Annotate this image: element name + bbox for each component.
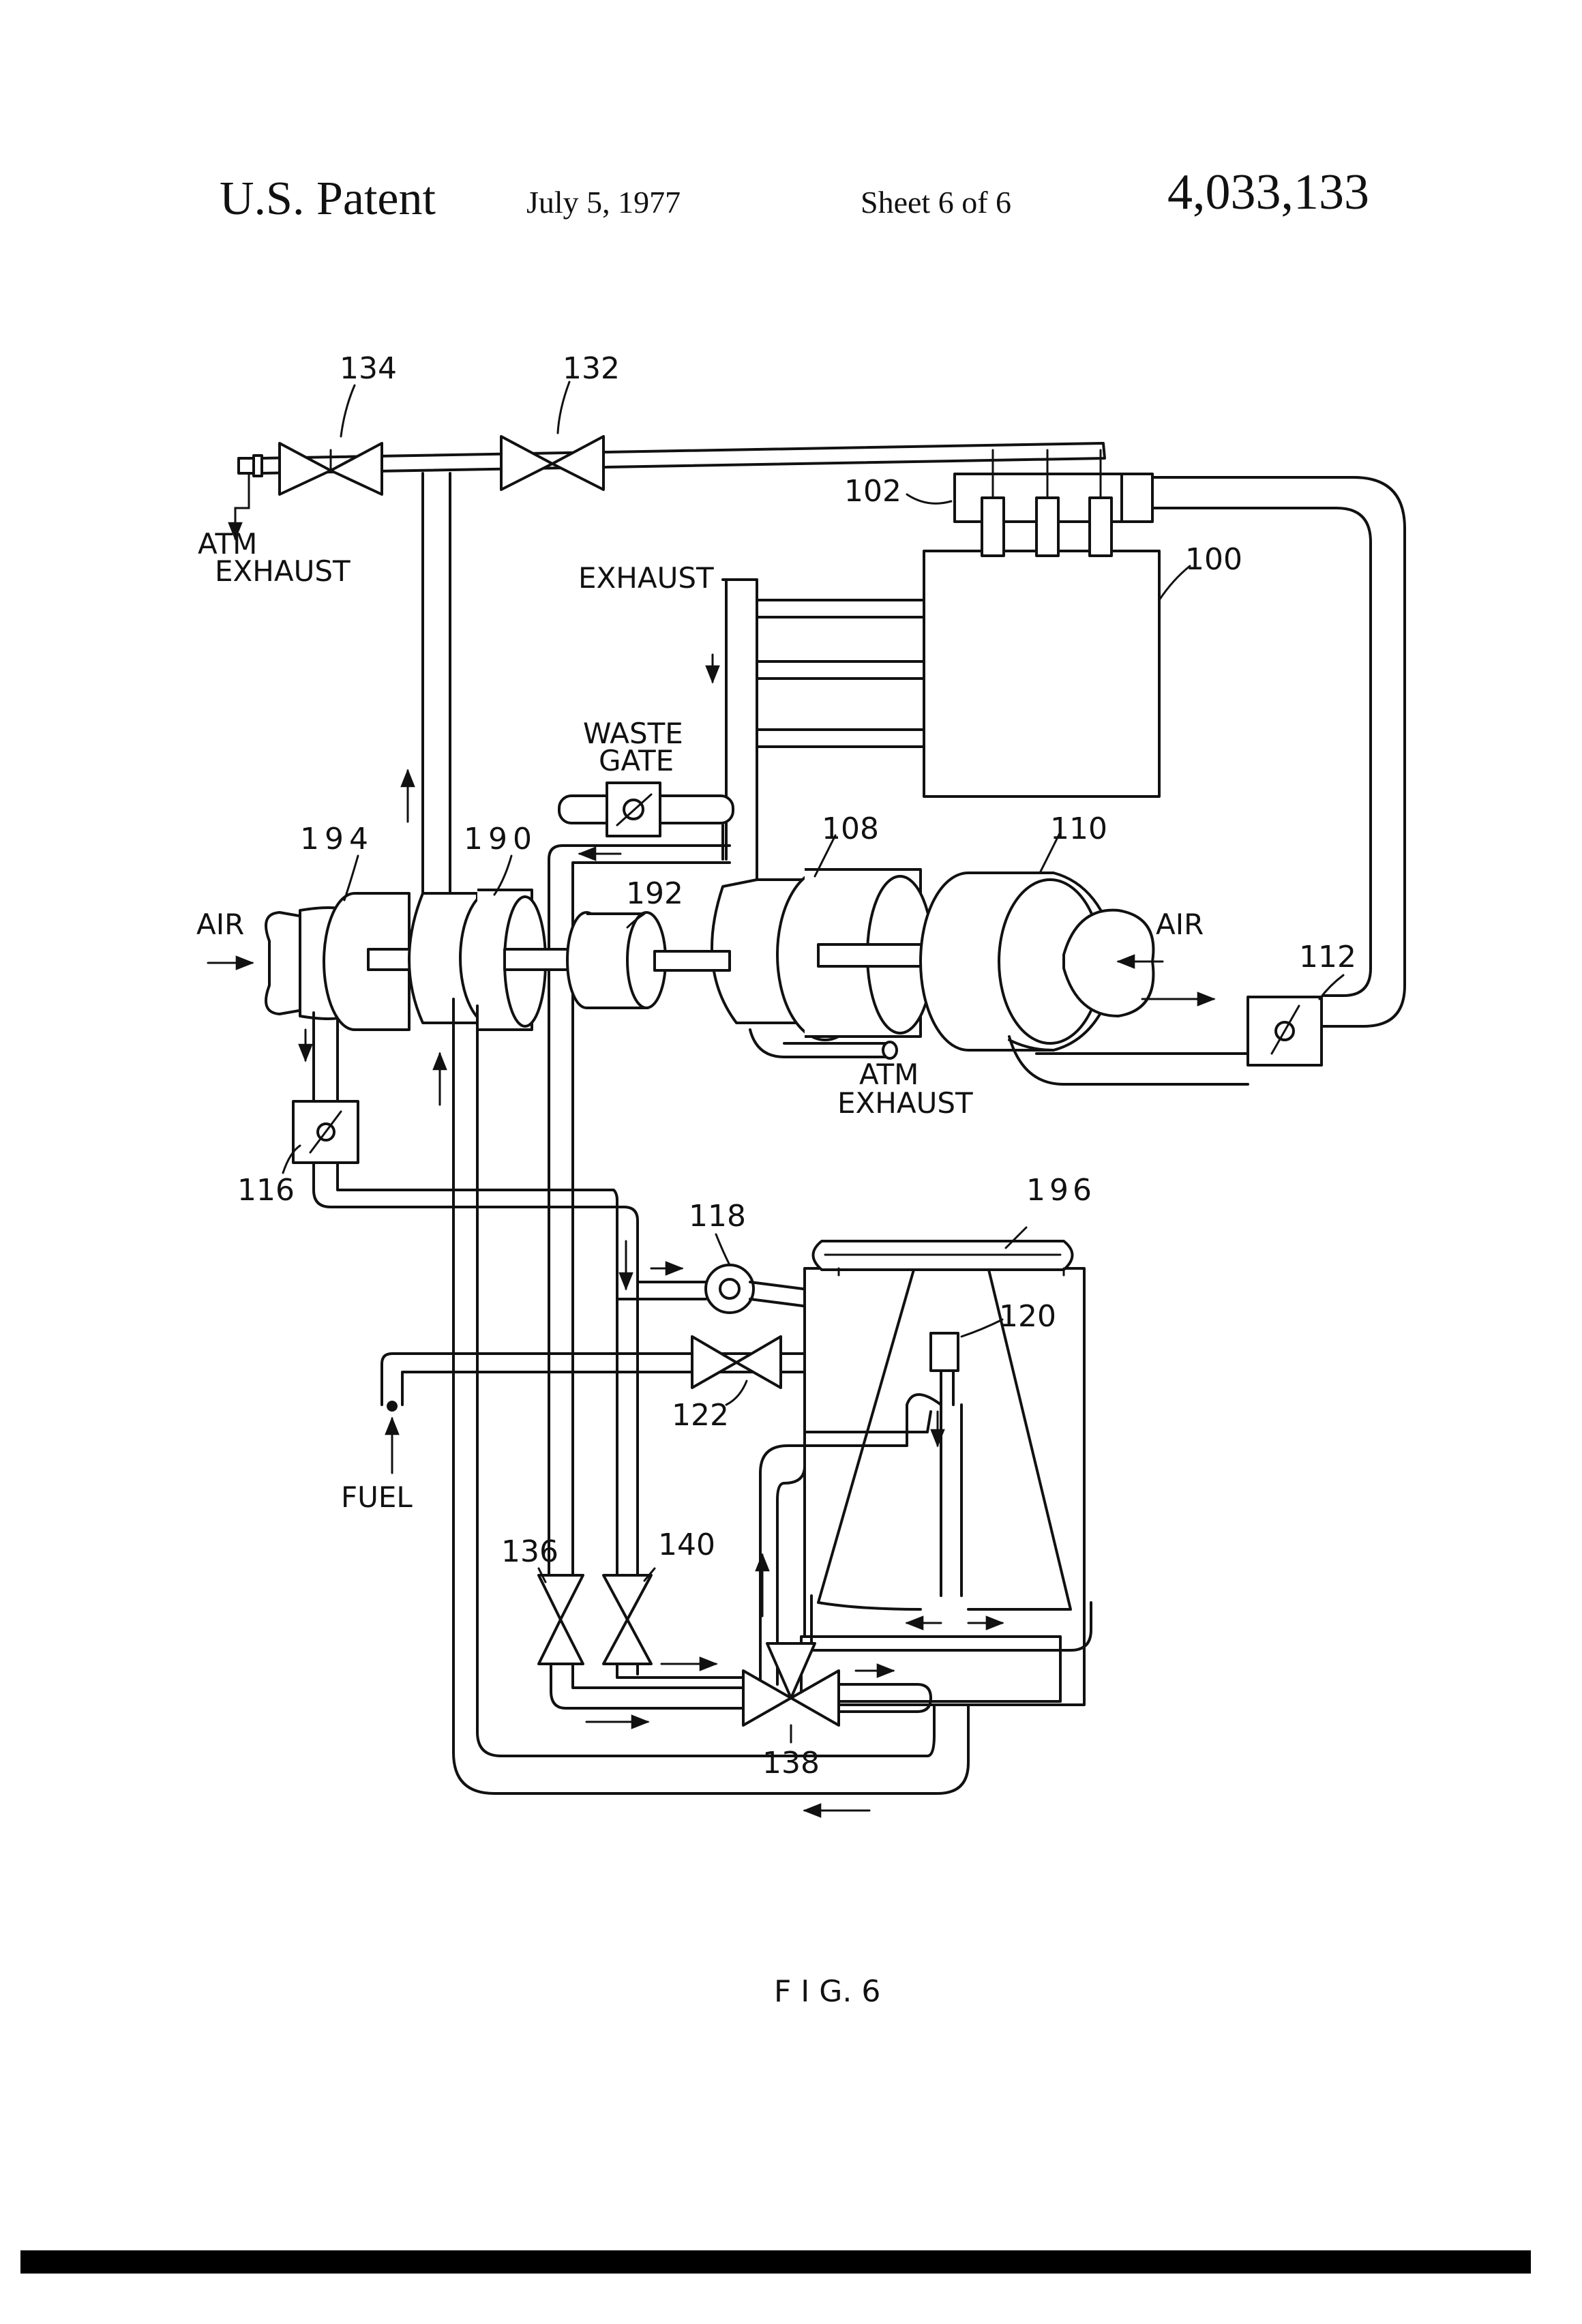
label-air-left: AIR [196, 908, 244, 941]
label-120: 120 [999, 1299, 1056, 1334]
label-134: 134 [340, 351, 397, 386]
valve-136-pipe [549, 1173, 573, 1589]
compressor-194-outlet [314, 1013, 338, 1105]
label-140: 140 [658, 1528, 715, 1562]
valve-140 [603, 1575, 651, 1664]
pipes-to-valve-138 [551, 1664, 747, 1708]
shaft-190-192 [505, 949, 573, 970]
pipe-116-118 [314, 1163, 709, 1299]
throttle-112 [1248, 997, 1322, 1065]
label-112: 112 [1299, 940, 1356, 974]
label-exhaust-top-left: EXHAUST [215, 554, 350, 588]
valve-132 [501, 436, 603, 490]
valve-122 [692, 1337, 781, 1388]
throttle-116 [293, 1101, 358, 1163]
valve-140-pipe [617, 1282, 638, 1589]
label-100: 100 [1185, 542, 1242, 577]
fuel-rail-102 [955, 450, 1152, 556]
figure-caption: F I G. 6 [774, 1974, 880, 2009]
label-122: 122 [672, 1398, 729, 1433]
valve-136 [539, 1575, 583, 1664]
label-190: 190 [464, 822, 537, 856]
riser-pipe-190 [423, 473, 450, 934]
label-118: 118 [689, 1199, 746, 1234]
label-gate: GATE [599, 744, 674, 777]
label-192: 192 [626, 876, 683, 911]
label-fuel: FUEL [341, 1480, 413, 1514]
label-132: 132 [563, 351, 620, 386]
label-exhaust-engine: EXHAUST [578, 561, 714, 595]
label-136: 136 [501, 1534, 558, 1569]
label-116: 116 [237, 1173, 295, 1208]
label-air-right: AIR [1156, 908, 1204, 941]
label-exhaust-bottom: EXHAUST [837, 1086, 973, 1120]
label-102: 102 [844, 474, 901, 509]
bottom-border-bar [20, 2250, 1531, 2274]
label-108: 108 [822, 811, 879, 846]
motor-192 [567, 912, 730, 1008]
label-138: 138 [762, 1746, 820, 1781]
valve-134 [280, 443, 382, 494]
label-110: 110 [1050, 811, 1107, 846]
label-194: 194 [300, 822, 374, 856]
engine-100 [924, 551, 1159, 796]
label-196: 196 [1026, 1173, 1096, 1208]
